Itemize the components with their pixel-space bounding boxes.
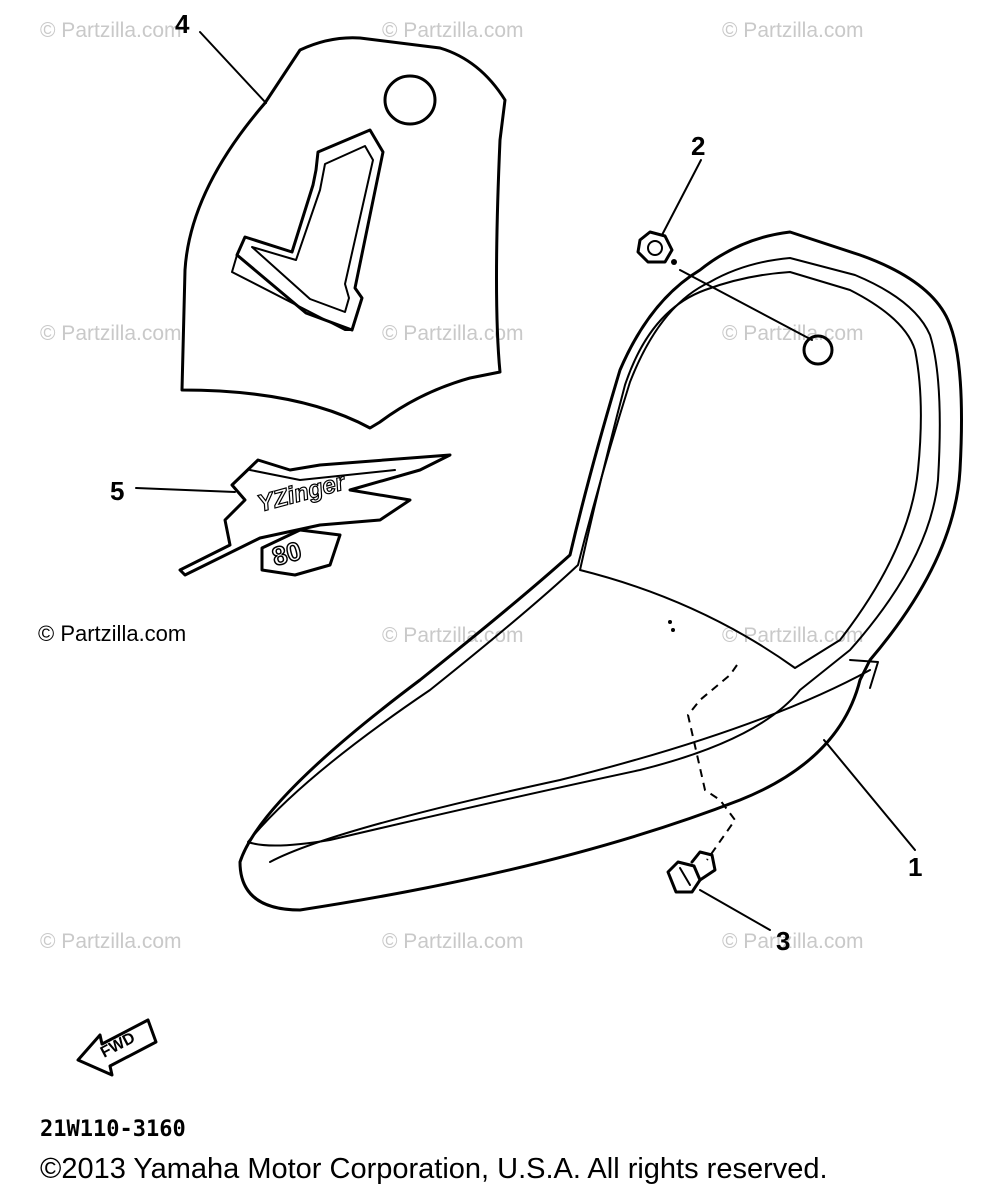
grommet[interactable] bbox=[636, 230, 677, 265]
decal-model-badge bbox=[260, 528, 342, 577]
watermark-prominent: © Partzilla.com bbox=[38, 621, 186, 646]
decal-stripe bbox=[249, 469, 396, 481]
callout-1: 1 bbox=[908, 852, 922, 882]
number-plate-digit: 1 bbox=[318, 249, 319, 251]
watermarks: © Partzilla.com © Partzilla.com © Partzi… bbox=[38, 19, 864, 953]
decal-yz-text: YZinger bbox=[255, 468, 350, 518]
watermark: © Partzilla.com bbox=[382, 930, 524, 953]
callout-2: 2 bbox=[691, 131, 705, 161]
watermark: © Partzilla.com bbox=[382, 19, 524, 42]
number-one-inner bbox=[251, 145, 374, 313]
watermark: © Partzilla.com bbox=[382, 322, 524, 345]
diagram-code: 21W110-3160 bbox=[40, 1117, 186, 1142]
seat[interactable] bbox=[238, 230, 963, 912]
seat-back-panel bbox=[579, 271, 922, 669]
decal-model-text: 80 bbox=[269, 535, 305, 571]
watermark: © Partzilla.com bbox=[722, 322, 864, 345]
callout-5: 5 bbox=[110, 476, 124, 506]
leader-line-2 bbox=[661, 159, 702, 236]
watermark: © Partzilla.com bbox=[40, 930, 182, 953]
leader-line-4 bbox=[199, 31, 267, 104]
watermark: © Partzilla.com bbox=[382, 624, 524, 647]
watermark: © Partzilla.com bbox=[40, 19, 182, 42]
number-plate[interactable]: 1 bbox=[180, 36, 507, 430]
leader-line-3 bbox=[699, 889, 771, 931]
seat-mount-hole bbox=[802, 334, 834, 366]
watermark: © Partzilla.com bbox=[722, 930, 864, 953]
bolt[interactable] bbox=[666, 850, 717, 894]
callout-3: 3 bbox=[776, 926, 790, 956]
watermark: © Partzilla.com bbox=[722, 19, 864, 42]
decal[interactable]: YZinger 80 bbox=[178, 453, 452, 577]
leader-line-5 bbox=[135, 487, 236, 493]
number-one-edge bbox=[231, 254, 353, 331]
watermark: © Partzilla.com bbox=[40, 322, 182, 345]
fwd-arrow-icon: FWD bbox=[76, 1018, 158, 1077]
leader-line-1 bbox=[823, 739, 916, 851]
assembly-line-2 bbox=[679, 269, 813, 341]
seat-rear-corner bbox=[849, 659, 879, 689]
plate-hole bbox=[383, 74, 437, 126]
copyright: ©2013 Yamaha Motor Corporation, U.S.A. A… bbox=[40, 1153, 828, 1185]
number-one-outline bbox=[235, 128, 385, 332]
watermark: © Partzilla.com bbox=[722, 624, 864, 647]
assembly-line-3 bbox=[686, 664, 738, 861]
seat-side-edge bbox=[269, 669, 871, 863]
seat-piping bbox=[247, 257, 941, 847]
callout-4: 4 bbox=[175, 9, 190, 39]
